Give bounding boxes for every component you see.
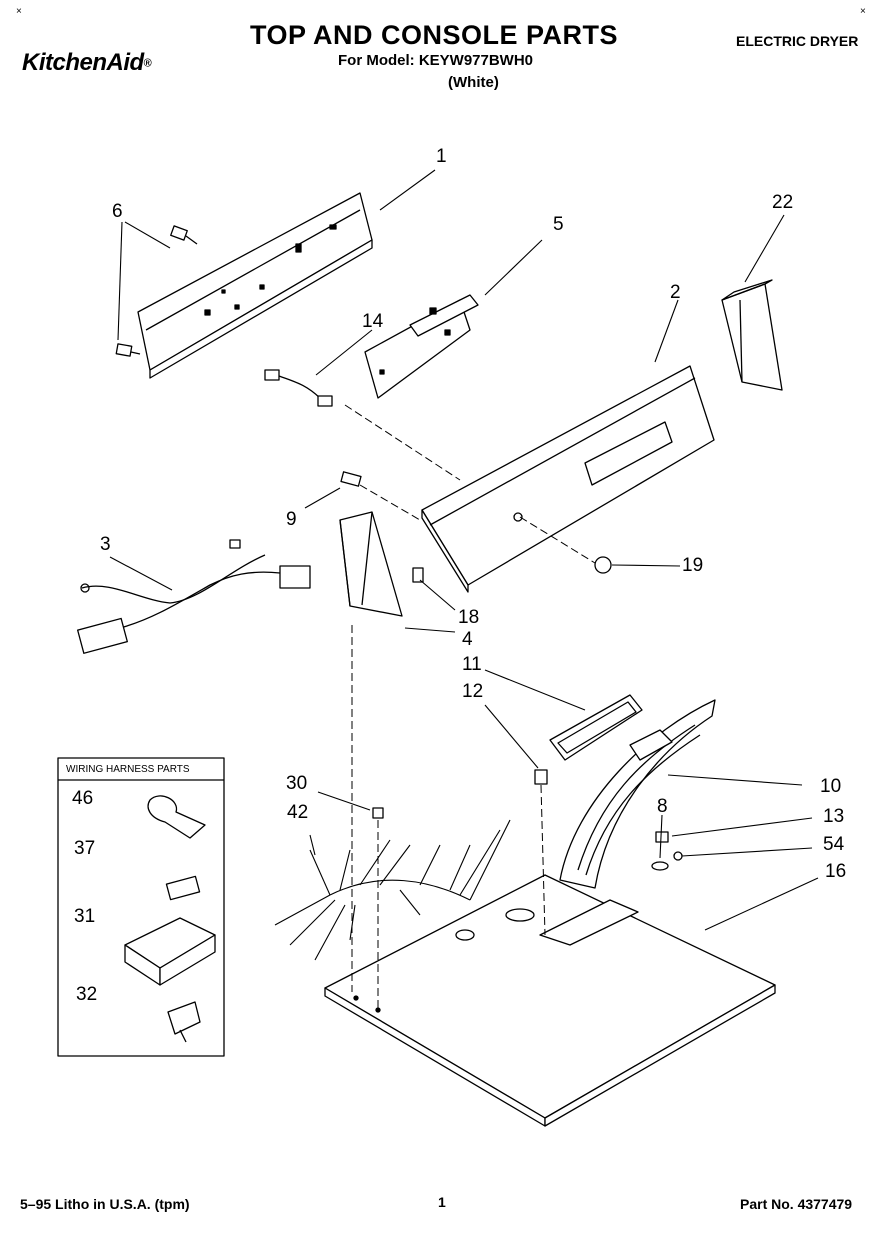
part-11-lens <box>549 694 643 761</box>
fasteners <box>340 471 612 583</box>
parts-8-13-54 <box>651 831 683 871</box>
callout-1: 1 <box>436 146 447 167</box>
part-1-bracket <box>137 192 373 379</box>
callout-3: 3 <box>100 534 111 555</box>
part-3-wire-harness <box>76 539 311 654</box>
callout-18: 18 <box>458 607 480 628</box>
corner-mark-right: × <box>860 6 866 17</box>
callout-31: 31 <box>74 906 96 927</box>
corner-mark-left: × <box>16 6 22 17</box>
part-22-end-cap <box>721 279 783 391</box>
part-4-end-cap <box>339 511 403 617</box>
part-30-clip <box>372 807 384 819</box>
part-16-top-panel <box>324 874 776 1127</box>
callout-22: 22 <box>772 192 794 213</box>
callout-32: 32 <box>76 984 98 1005</box>
callout-16: 16 <box>825 861 847 882</box>
part-2-console <box>421 365 715 593</box>
part-42-harness-bundle <box>274 819 511 961</box>
part-10-grille <box>559 699 716 889</box>
assembly-lines <box>344 404 596 1008</box>
callout-2: 2 <box>670 282 681 303</box>
brand-name: KitchenAid <box>22 49 144 76</box>
brand-mark: ® <box>143 57 152 70</box>
callout-12: 12 <box>462 681 484 702</box>
brand-logo: KitchenAid® <box>22 49 152 77</box>
callout-14: 14 <box>362 311 384 332</box>
callout-13: 13 <box>823 806 845 827</box>
callout-9: 9 <box>286 509 297 530</box>
callout-4: 4 <box>462 629 473 650</box>
callout-8: 8 <box>657 796 668 817</box>
harness-box-title: WIRING HARNESS PARTS <box>66 764 190 775</box>
harness-box <box>57 757 225 1057</box>
part-number: Part No. 4377479 <box>740 1196 853 1212</box>
callout-11: 11 <box>462 654 482 675</box>
product-type: ELECTRIC DRYER <box>736 33 859 49</box>
part-5-control-board <box>364 294 479 399</box>
page-number: 1 <box>438 1194 446 1210</box>
print-info: 5–95 Litho in U.S.A. (tpm) <box>20 1196 190 1212</box>
model-line: For Model: KEYW977BWH0 <box>338 52 534 69</box>
part-14-harness <box>264 369 333 407</box>
callout-54: 54 <box>823 834 845 855</box>
part-6-screws <box>115 225 198 357</box>
callout-37: 37 <box>74 838 96 859</box>
callout-42: 42 <box>287 802 309 823</box>
part-12-clip <box>534 769 548 785</box>
callout-5: 5 <box>553 214 564 235</box>
page-title: TOP AND CONSOLE PARTS <box>250 20 619 50</box>
callout-10: 10 <box>820 776 842 797</box>
callout-6: 6 <box>112 201 123 222</box>
callout-46: 46 <box>72 788 94 809</box>
callout-30: 30 <box>286 773 308 794</box>
color-line: (White) <box>448 74 499 91</box>
callout-19: 19 <box>682 555 704 576</box>
